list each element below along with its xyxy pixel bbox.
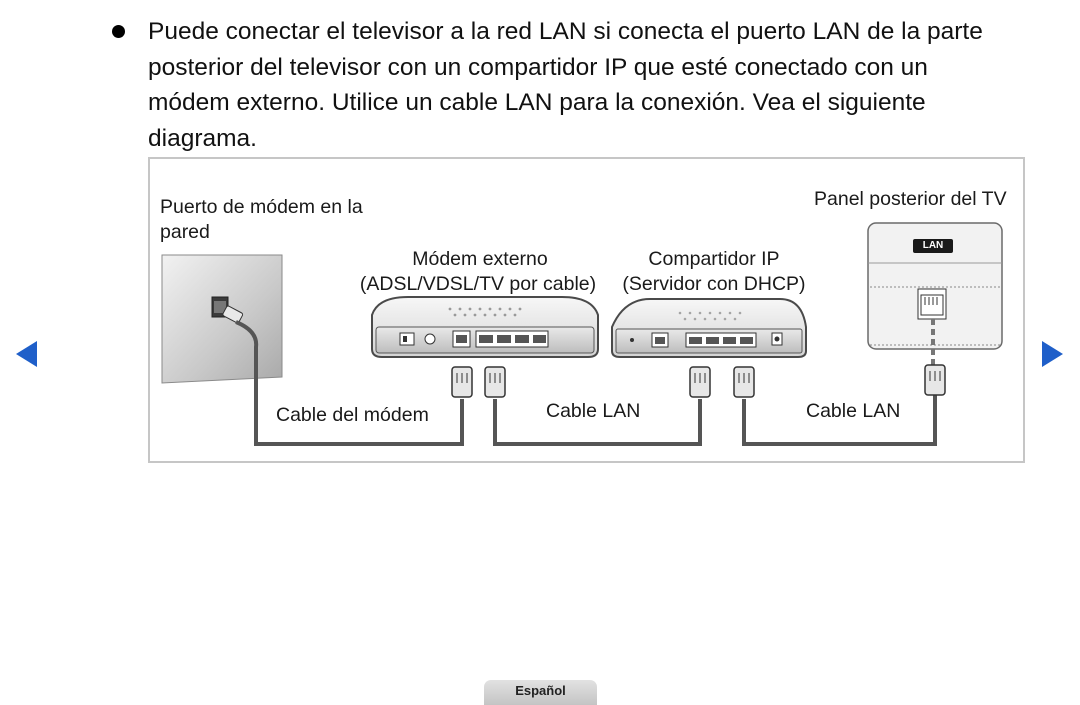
modem-label-type: (ADSL/VDSL/TV por cable): [359, 273, 597, 295]
tv-panel-label: Panel posterior del TV: [814, 188, 1007, 210]
tv-lan-port-tag: LAN: [922, 240, 944, 251]
bullet-icon: [112, 25, 125, 38]
wall-modem-port-icon: [161, 254, 283, 384]
router-label: Compartidor IP: [648, 248, 780, 270]
modem-label: Módem externo: [412, 248, 548, 270]
next-page-arrow-icon[interactable]: [1042, 341, 1063, 367]
diagram-drawing: [161, 222, 1003, 446]
rj45-plug-icon: [451, 364, 946, 398]
lan-cable-label: Cable LAN: [546, 400, 641, 422]
wall-port-label-line2: pared: [160, 221, 210, 243]
previous-page-arrow-icon[interactable]: [16, 341, 37, 367]
cable-lines: [235, 320, 937, 446]
lan-cable-label-2: Cable LAN: [806, 400, 901, 422]
router-label-type: (Servidor con DHCP): [622, 273, 806, 295]
ip-router-icon: [611, 298, 807, 358]
connection-diagram: Puerto de módem en la pared Panel poster…: [148, 157, 1025, 463]
instruction-text: Puede conectar el televisor a la red LAN…: [148, 18, 983, 152]
modem-cable-label: Cable del módem: [276, 404, 429, 426]
external-modem-icon: [371, 296, 599, 358]
wall-port-label: Puerto de módem en la: [160, 196, 363, 218]
instruction-paragraph: Puede conectar el televisor a la red LAN…: [112, 14, 1012, 156]
language-tab: Español: [484, 680, 597, 705]
tv-rear-panel-icon: [867, 222, 1003, 350]
